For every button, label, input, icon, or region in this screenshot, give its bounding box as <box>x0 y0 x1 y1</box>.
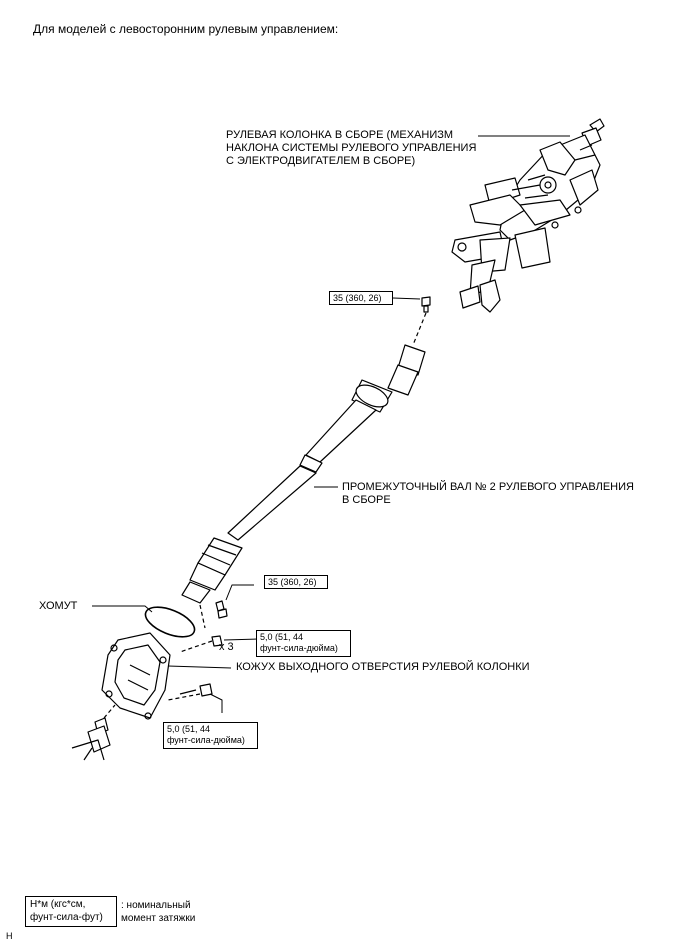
upper-bolt-drawing <box>421 296 431 313</box>
cover-bolt-torque-line1: 5,0 (51, 44 <box>167 724 211 734</box>
leader-lines <box>92 135 570 713</box>
cover-bolt-torque-line2: фунт-сила-дюйма) <box>167 735 245 745</box>
legend-box: Н*м (кгс*см, фунт-сила-фут) <box>25 896 117 927</box>
legend-units-line1: Н*м (кгс*см, <box>30 899 86 910</box>
lower-bolt-drawing <box>215 600 228 619</box>
figure-heading: Для моделей с левосторонним рулевым упра… <box>33 22 339 36</box>
clamp-label: ХОМУТ <box>39 600 78 612</box>
intermediate-shaft-drawing <box>181 344 426 604</box>
steering-column-drawing <box>451 118 605 313</box>
steering-gear-shaft-drawing <box>71 717 111 761</box>
nut-torque-line2: фунт-сила-дюйма) <box>260 643 338 653</box>
steering-column-label-line2: НАКЛОНА СИСТЕМЫ РУЛЕВОГО УПРАВЛЕНИЯ <box>226 142 477 154</box>
upper-bolt-torque-box: 35 (360, 26) <box>329 291 393 305</box>
clamp-drawing <box>144 606 196 638</box>
lower-bolt-torque-box: 35 (360, 26) <box>264 575 328 589</box>
steering-column-label-line3: С ЭЛЕКТРОДВИГАТЕЛЕМ В СБОРЕ) <box>226 155 416 167</box>
cover-label: КОЖУХ ВЫХОДНОГО ОТВЕРСТИЯ РУЛЕВОЙ КОЛОНК… <box>236 661 530 673</box>
intermediate-shaft-label-line1: ПРОМЕЖУТОЧНЫЙ ВАЛ № 2 РУЛЕВОГО УПРАВЛЕНИ… <box>342 481 634 493</box>
legend-description: : номинальный момент затяжки <box>121 899 195 925</box>
legend-description-line1: : номинальный <box>121 900 191 911</box>
figure-code: H <box>6 931 13 941</box>
cover-bolt-torque-box: 5,0 (51, 44 фунт-сила-дюйма) <box>163 722 258 749</box>
cover-bolt-drawing <box>179 683 213 697</box>
nut-torque-line1: 5,0 (51, 44 <box>260 632 304 642</box>
steering-column-label-line1: РУЛЕВАЯ КОЛОНКА В СБОРЕ (МЕХАНИЗМ <box>226 129 454 141</box>
legend-description-line2: момент затяжки <box>121 913 196 924</box>
intermediate-shaft-label-line2: В СБОРЕ <box>342 494 391 506</box>
nut-torque-box: 5,0 (51, 44 фунт-сила-дюйма) <box>256 630 351 657</box>
nut-quantity: x 3 <box>219 641 234 653</box>
column-hole-cover-drawing <box>101 632 171 720</box>
legend-units-line2: фунт-сила-фут) <box>30 912 103 923</box>
nut-drawing <box>211 635 223 647</box>
